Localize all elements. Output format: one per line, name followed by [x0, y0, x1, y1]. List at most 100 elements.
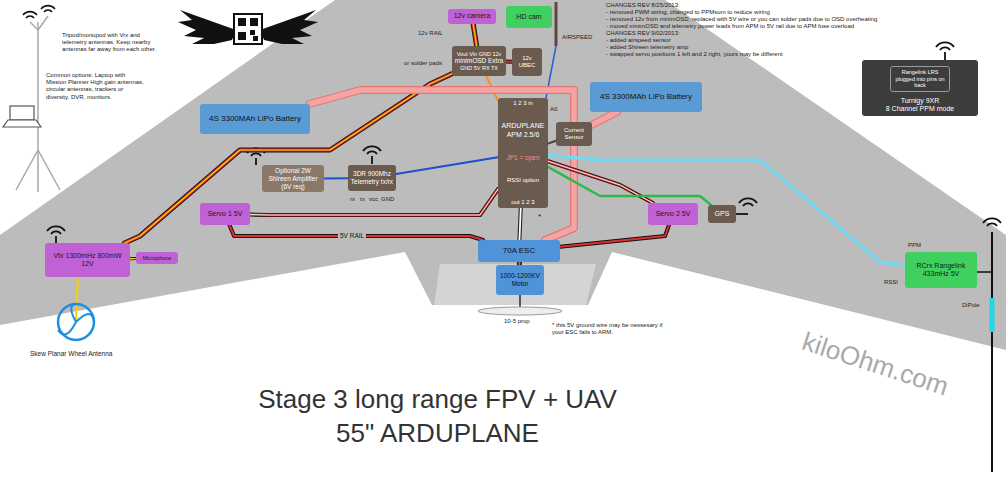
- wire-run: [592, 112, 617, 125]
- wire: [396, 157, 498, 174]
- box-text: 4S 3300MAh LiPo Battery: [202, 114, 308, 124]
- box-text: minimOSD Extra: [454, 57, 504, 65]
- antenna-icon: [41, 6, 55, 12]
- antenna-stalk: [944, 52, 946, 60]
- wire-casing: [230, 225, 484, 240]
- wire: [592, 112, 617, 125]
- wire-run: [396, 157, 498, 174]
- antenna-icon: [363, 146, 381, 164]
- propeller: [478, 307, 562, 315]
- pin-label: A0: [550, 106, 557, 113]
- laptop-drawing: [3, 106, 41, 127]
- antenna-icon: [983, 218, 1001, 226]
- wire: [324, 177, 348, 179]
- box-text: Vout Vin GND 12v: [454, 51, 504, 58]
- antenna-mast: [30, 22, 38, 30]
- pin-label: tx: [360, 196, 365, 203]
- logo-tag: [250, 30, 255, 35]
- box-text: Microphone: [138, 255, 176, 262]
- dipole-element: [990, 298, 995, 332]
- flight-controller: 1 2 3 inARDUPLANE APM 2.5/6JP1 = openRSS…: [498, 98, 548, 208]
- wire-run: [250, 189, 498, 215]
- rail-label: 12v RAIL: [418, 30, 443, 37]
- footnote-text: * this 5V ground wire may be nessesary i…: [552, 322, 674, 336]
- servo-box: Servo 1 5V: [200, 203, 250, 225]
- logo-wing: [260, 10, 318, 44]
- microphone-box: Microphone: [136, 252, 178, 264]
- osd-board: Vout Vin GND 12vminimOSD ExtraGND 5V RX …: [452, 46, 506, 76]
- wire-casing: [560, 225, 669, 247]
- laptop-screen: [10, 106, 34, 120]
- tripod-drawing: [16, 16, 60, 192]
- box-text: out 1 2 3: [500, 199, 546, 206]
- antenna-wave: [26, 16, 34, 18]
- esc-box: 70A ESC: [478, 240, 560, 262]
- wire-run: [125, 74, 452, 243]
- antenna-wave: [743, 203, 753, 206]
- revision-note: - swapped servo positions 1 left and 2 r…: [606, 51, 783, 58]
- dipole-lead: [977, 271, 992, 273]
- wire: [473, 24, 476, 46]
- pin-label: PPM: [908, 242, 921, 249]
- revision-note: CHANGES REV 8/25/2013:: [606, 2, 680, 9]
- box-text: Servo 2 5V: [650, 210, 696, 218]
- logo-tag: [234, 14, 262, 44]
- pad-note: or solder pads: [404, 60, 442, 67]
- transmitter-box: Turnigy 9XR8 Channel PPM modeRangelink L…: [862, 60, 978, 116]
- wire-run: [519, 208, 520, 240]
- wire-run: [473, 24, 476, 46]
- pin-label: GND: [381, 196, 394, 203]
- box-text: 1000-1200KV Motor: [498, 272, 542, 288]
- vtx-box: Vtx 1300mHz 800mW 12V: [45, 243, 130, 277]
- wire-run: [548, 141, 556, 144]
- wire-label: 5V RAIL: [338, 232, 366, 240]
- skew-planar-lobe: [58, 304, 94, 334]
- box-text: 12v camera: [450, 12, 494, 20]
- camera-box: 12v camera: [448, 9, 496, 24]
- wire: [548, 167, 711, 205]
- antenna-wave: [251, 153, 261, 156]
- wire: [230, 225, 484, 240]
- antenna-stalk: [55, 236, 57, 243]
- wire-casing: [519, 208, 520, 240]
- antenna-wave: [739, 198, 757, 203]
- servo-box: Servo 2 5V: [648, 203, 698, 225]
- antenna-wave: [44, 10, 52, 12]
- wire-casing: [473, 24, 476, 46]
- box-text: Vtx 1300mHz 800mW 12V: [47, 252, 128, 269]
- antenna-wave: [51, 231, 61, 234]
- box-text: RCrx Rangelink 433mHz 5V: [907, 262, 975, 279]
- antenna-stalk: [371, 156, 373, 164]
- watermark: kiloOhm.com: [798, 326, 952, 403]
- box-text: 70A ESC: [480, 246, 558, 256]
- logo-wing: [178, 10, 236, 44]
- wire: [125, 74, 452, 243]
- box-text: HD cam: [508, 13, 550, 21]
- box-text: 1 2 3 in: [500, 100, 546, 107]
- antenna-wave: [987, 223, 997, 226]
- laptop-base: [3, 120, 41, 127]
- motor-bay: [434, 264, 596, 305]
- gps-box: GPS: [708, 205, 736, 223]
- wire-casing: [125, 74, 452, 243]
- box-text: Turnigy 9XR: [864, 97, 976, 105]
- battery-box: 4S 3300MAh LiPo Battery: [200, 104, 310, 134]
- antenna-feed: [76, 277, 78, 322]
- box-text: Servo 1 5V: [202, 210, 248, 218]
- antenna-wave: [47, 226, 65, 231]
- ground-station-note: Tripod/monopod with Vrx and telemetry an…: [62, 32, 162, 54]
- antenna-label: DiPole: [962, 302, 980, 309]
- battery-box: 4S 3300MAh LiPo Battery: [590, 82, 702, 112]
- revision-note: - added Shireen telemetry amp: [606, 44, 688, 51]
- antenna-stalk: [255, 158, 257, 165]
- ubec-box: 12v UBEC: [512, 48, 542, 76]
- antenna-icon: [936, 42, 954, 60]
- tripod-leg: [16, 150, 38, 190]
- skew-planar-antenna: [58, 304, 94, 340]
- wire-run: [548, 155, 905, 265]
- wire: [560, 225, 669, 247]
- logo-tag: [253, 36, 258, 41]
- wing-body: [0, 0, 1006, 350]
- box-text: 8 Channel PPM mode: [864, 105, 976, 113]
